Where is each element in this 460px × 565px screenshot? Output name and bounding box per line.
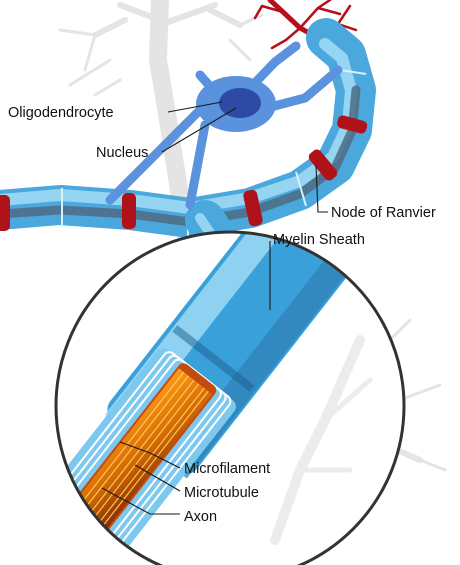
node-of-ranvier-1: [0, 195, 10, 231]
label-node-of-ranvier: Node of Ranvier: [331, 205, 436, 221]
label-axon: Axon: [184, 509, 217, 525]
magnifier-ring: [54, 230, 406, 565]
label-microtubule: Microtubule: [184, 485, 259, 501]
leader-lines: [101, 101, 328, 515]
label-myelin-sheath: Myelin Sheath: [273, 232, 365, 248]
label-nucleus: Nucleus: [96, 145, 148, 161]
node-of-ranvier-2: [122, 193, 136, 229]
nucleus: [219, 88, 261, 118]
axon-cut-face: [56, 522, 93, 556]
node-of-ranvier-4: [308, 149, 338, 181]
label-microfilament: Microfilament: [184, 461, 270, 477]
label-oligodendrocyte: Oligodendrocyte: [8, 105, 114, 121]
node-of-ranvier-5: [337, 115, 368, 134]
magnifier-lens: [54, 230, 406, 565]
node-of-ranvier-3: [243, 189, 263, 227]
oligodendrocyte-cell: [105, 41, 343, 210]
